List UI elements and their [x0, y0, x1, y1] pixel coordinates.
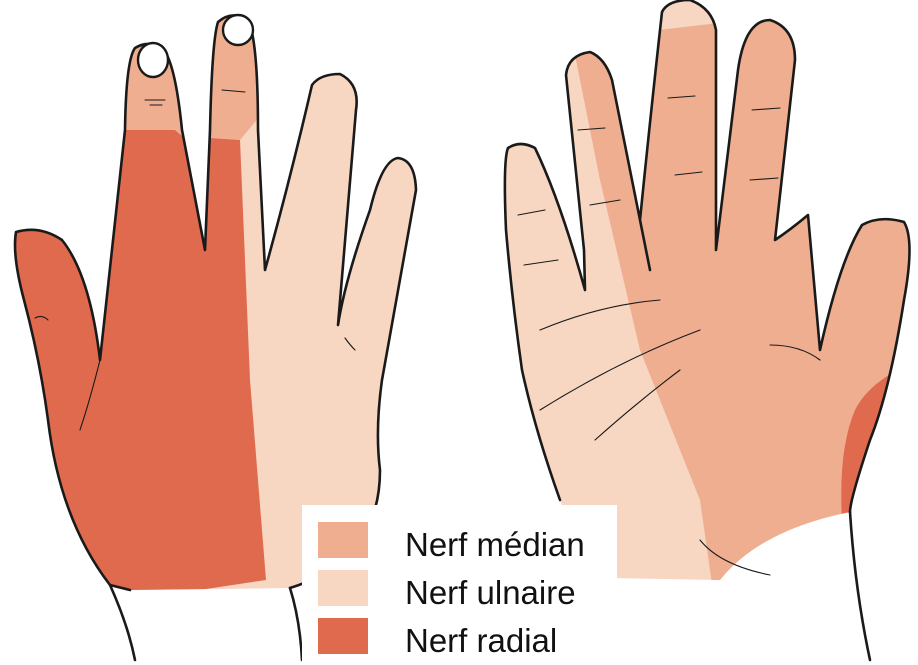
wrist-left — [108, 583, 137, 662]
finger-crease-1 — [517, 209, 559, 266]
legend-swatch-median — [318, 522, 368, 558]
wrist-right — [288, 586, 304, 662]
legend-item-ulnar: Nerf ulnaire — [318, 570, 576, 611]
legend-item-median: Nerf médian — [318, 522, 585, 563]
palm-crease-head — [539, 329, 701, 411]
thumb-knuckle-line — [79, 359, 101, 431]
legend-label-radial: Nerf radial — [405, 622, 557, 659]
middle-fingernail — [221, 13, 255, 47]
thumb-web-crease — [769, 344, 821, 361]
thumb-crease — [34, 315, 49, 321]
finger-crease-4 — [749, 107, 781, 181]
palm-wrist-right — [848, 510, 872, 662]
legend-item-radial: Nerf radial — [318, 618, 557, 659]
palm-crease-life — [594, 369, 681, 441]
palm-wrist-crease — [699, 539, 771, 576]
back-of-hand — [13, 13, 418, 662]
ring-knuckle-crease — [344, 337, 356, 351]
legend-label-ulnar: Nerf ulnaire — [405, 574, 576, 611]
palm-outline — [503, 0, 911, 514]
radial-zone-back — [15, 130, 266, 591]
middle-knuckle-crease — [221, 89, 246, 93]
legend-swatch-ulnar — [318, 570, 368, 606]
finger-crease-3 — [667, 95, 703, 176]
legend: Nerf médian Nerf ulnaire Nerf radial — [302, 505, 617, 665]
index-knuckle-crease — [144, 99, 166, 106]
palm-crease-heart — [539, 299, 661, 331]
back-of-hand-outline — [13, 14, 418, 592]
legend-swatch-radial — [318, 618, 368, 654]
legend-label-median: Nerf médian — [405, 526, 585, 563]
index-fingernail — [136, 41, 170, 79]
finger-crease-2 — [577, 127, 621, 206]
